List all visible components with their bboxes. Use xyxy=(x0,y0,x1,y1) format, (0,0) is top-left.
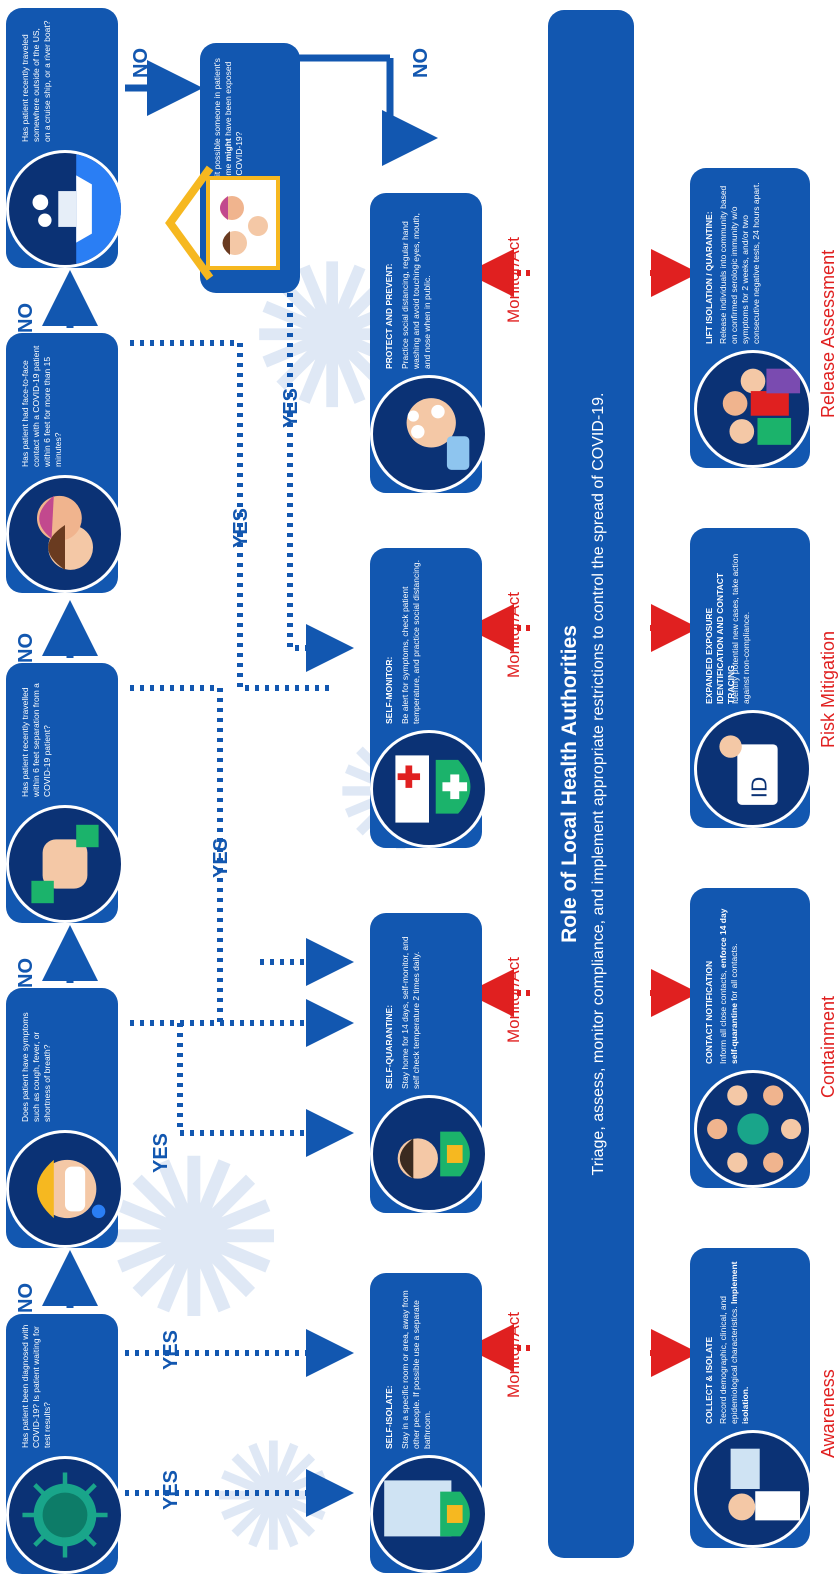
yes-label: YES xyxy=(160,1469,182,1510)
family-home-icon xyxy=(160,158,280,288)
authority-title: LIFT ISOLATION / QUARANTINE: xyxy=(704,211,714,344)
action-text: Stay home for 14 days, self-monitor, and… xyxy=(400,936,421,1089)
yes-label: YES xyxy=(160,1329,182,1370)
authority-title: CONTACT NOTIFICATION xyxy=(704,960,714,1064)
handshake-icon xyxy=(6,805,124,923)
action-title: SELF-ISOLATE: xyxy=(384,1385,394,1449)
phase-label: Release Assessment xyxy=(818,249,838,418)
no-label: NO xyxy=(130,48,152,78)
hand-washing-icon xyxy=(370,375,488,493)
action-title: SELF-MONITOR: xyxy=(384,656,394,724)
svg-text:ID: ID xyxy=(747,777,771,798)
authority-text: Release individuals into community based… xyxy=(718,182,761,344)
yes-label: YES xyxy=(280,387,302,428)
monitor-act-label: Monitor/Act xyxy=(504,592,523,678)
yes-path xyxy=(130,1020,354,1157)
question-text: Does patient have symptoms such as cough… xyxy=(20,1012,52,1122)
face-to-face-icon xyxy=(6,475,124,593)
monitor-act-label: Monitor/Act xyxy=(504,237,523,323)
question-text: Has patient been diagnosed with COVID-19… xyxy=(20,1324,52,1448)
authority-text: Identify potential new cases, take actio… xyxy=(730,553,751,704)
yes-label: YES xyxy=(210,837,232,878)
action-title: SELF-QUARANTINE: xyxy=(384,1004,394,1089)
band-title: Role of Local Health Authorities xyxy=(558,625,581,943)
id-card-icon: ID xyxy=(694,710,812,828)
phase-label: Risk Mitigation xyxy=(818,630,838,748)
shield-cross-icon xyxy=(370,730,488,848)
authority-text-part: for all contacts. xyxy=(729,943,739,1004)
question-text: Has patient recently traveled somewhere … xyxy=(20,20,52,142)
action-text: Practice social distancing, regular hand… xyxy=(400,213,432,369)
virus-icon xyxy=(6,1456,124,1574)
authority-title: COLLECT & ISOLATE xyxy=(704,1336,714,1424)
sick-person-icon xyxy=(6,1130,124,1248)
action-text: Stay in a specific room or area, away fr… xyxy=(400,1290,432,1449)
local-health-authorities-band: Role of Local Health Authorities Triage,… xyxy=(548,10,634,1558)
cruise-ship-icon xyxy=(6,150,124,268)
monitor-act-label: Monitor/Act xyxy=(504,1312,523,1398)
no-label: NO xyxy=(15,958,37,988)
band-subtitle: Triage, assess, monitor compliance, and … xyxy=(590,392,607,1176)
phase-label: Containment xyxy=(818,995,838,1098)
authority-text: Record demographic, clinical, and epidem… xyxy=(718,1260,751,1424)
people-group-icon xyxy=(694,350,812,468)
authority-text-part: Inform all close contacts, xyxy=(718,968,728,1064)
shield-lock-icon xyxy=(370,1455,488,1573)
phase-label: Awareness xyxy=(818,1369,838,1458)
no-label: NO xyxy=(15,1283,37,1313)
no-label: NO xyxy=(15,303,37,333)
action-title: PROTECT AND PREVENT: xyxy=(384,263,394,369)
authority-text-part: Record demographic, clinical, and epidem… xyxy=(718,1295,739,1424)
contacts-network-icon xyxy=(694,1070,812,1188)
monitor-act-label: Monitor/Act xyxy=(504,957,523,1043)
doctor-computer-icon xyxy=(694,1430,812,1548)
yes-path xyxy=(130,685,223,1023)
no-label: NO xyxy=(15,633,37,663)
yes-label: YES xyxy=(150,1132,172,1173)
question-text: Has patient had face-to-face contact wit… xyxy=(20,345,63,467)
no-label: NO xyxy=(410,48,432,78)
yes-path xyxy=(130,340,330,691)
question-text: Has patient recently travelled within 6 … xyxy=(20,683,52,797)
shield-lock-icon xyxy=(370,1095,488,1213)
yes-label: YES xyxy=(230,507,252,548)
action-text: Be alert for symptoms, check patient tem… xyxy=(400,560,421,724)
authority-text: Inform all close contacts, enforce 14 da… xyxy=(718,900,740,1064)
